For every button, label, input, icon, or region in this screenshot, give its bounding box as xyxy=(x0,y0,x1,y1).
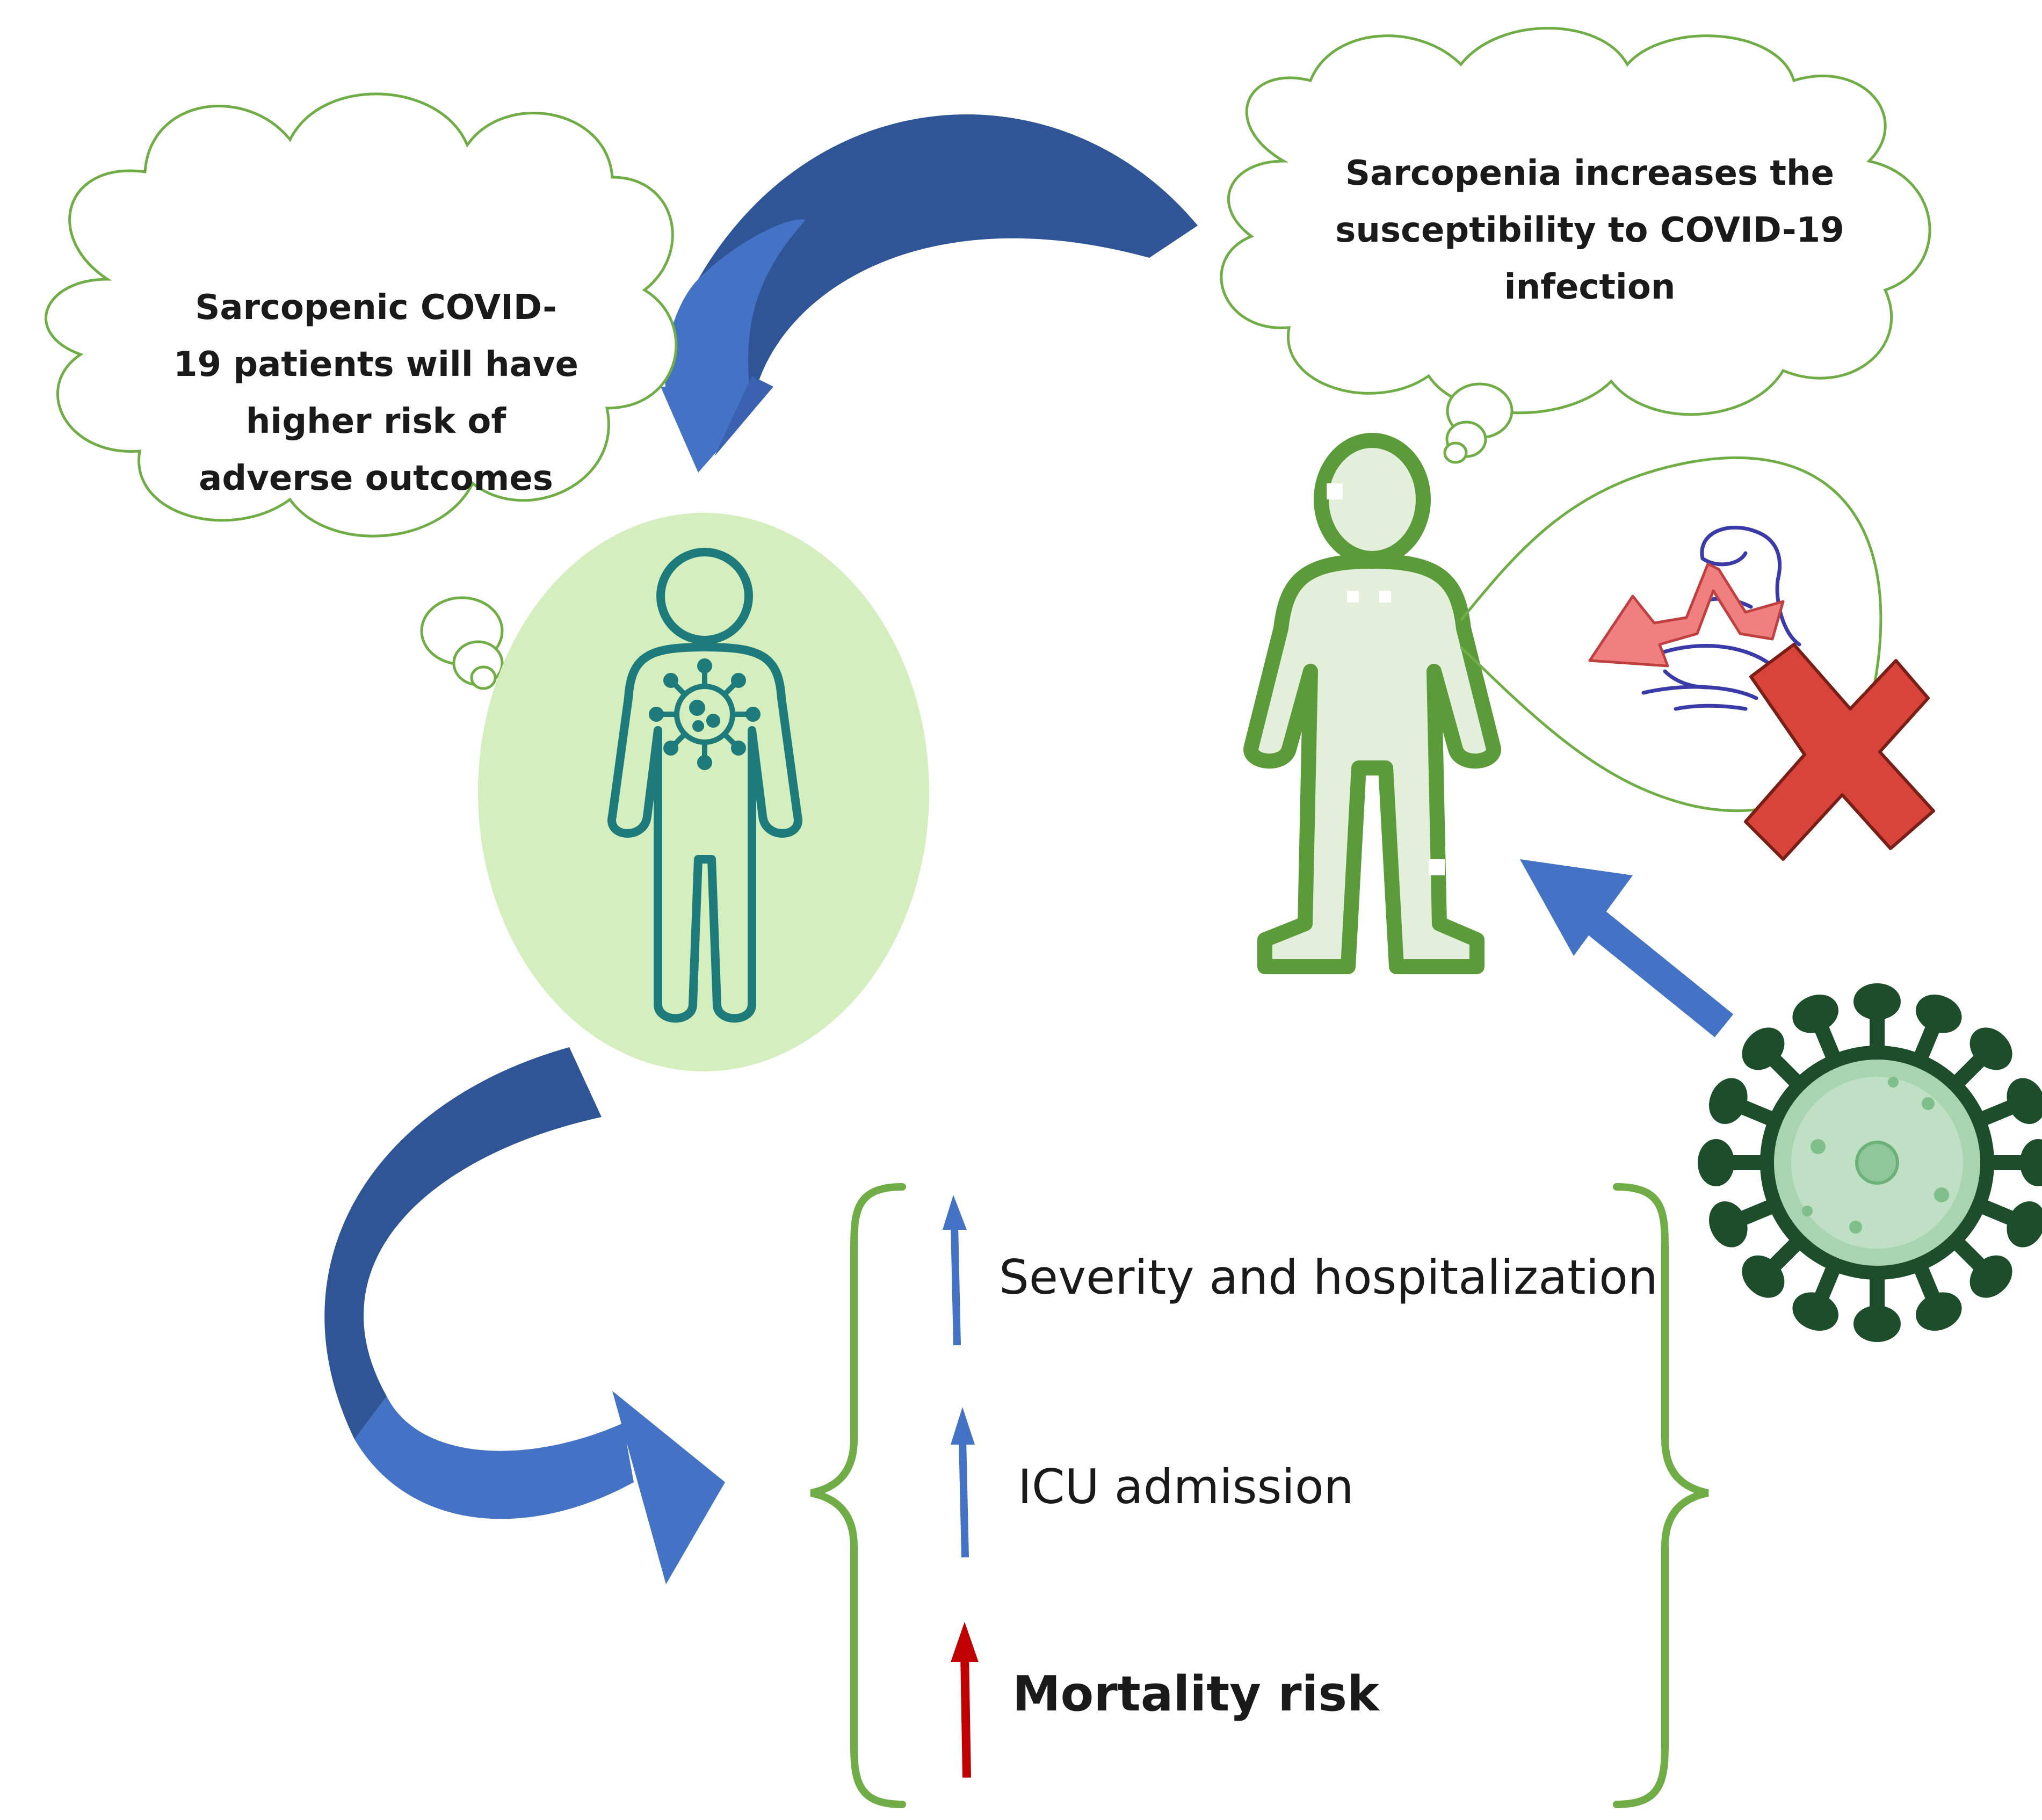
bottom-flow-arrow xyxy=(324,1047,725,1584)
cross-mark-icon xyxy=(1744,643,1935,861)
left-thought-cloud xyxy=(45,92,678,690)
virus-spike-tip xyxy=(1742,1027,1785,1070)
virus-spike-tip xyxy=(1916,1292,1962,1331)
virus-attack-arrow xyxy=(1520,859,1734,1038)
outcome-severity-hospitalization: Severity and hospitalization xyxy=(999,1250,1658,1305)
virus-spike-tip xyxy=(1742,1255,1785,1298)
outcomes-bracket-right xyxy=(1613,1183,1709,1808)
virus-spike-tip xyxy=(2007,1201,2042,1248)
virus-spike-tip xyxy=(1916,995,1962,1033)
top-flow-arrow xyxy=(661,114,1198,473)
outcome-arrow-2 xyxy=(951,1407,975,1558)
right-cloud-text: Sarcopenia increases the susceptibility … xyxy=(1310,145,1869,316)
virus-spike-tip xyxy=(2020,1139,2042,1186)
left-cloud-line: Sarcopenic COVID- xyxy=(195,288,557,328)
virus-spike-tip xyxy=(1792,995,1838,1033)
virus-spike-tip xyxy=(1709,1078,1748,1124)
outcomes-bracket-left xyxy=(810,1183,906,1808)
left-cloud-text: Sarcopenic COVID- 19 patients will have … xyxy=(161,279,591,507)
right-cloud-line: susceptibility to COVID-19 xyxy=(1335,211,1844,250)
outcome-mortality-risk: Mortality risk xyxy=(1012,1666,1379,1722)
virus-spike-tip xyxy=(1853,983,1901,1020)
right-thought-cloud xyxy=(1220,27,1931,464)
left-cloud-line: 19 patients will have xyxy=(173,345,578,385)
virus-spike-tip xyxy=(2007,1078,2042,1124)
virus-spike-tip xyxy=(1969,1027,2012,1070)
outcome-icu-admission: ICU admission xyxy=(1018,1459,1354,1514)
right-cloud-line: infection xyxy=(1504,267,1676,307)
virus-icon xyxy=(1698,983,2042,1342)
virus-spike-tip xyxy=(1969,1255,2012,1298)
virus-spike-tip xyxy=(1792,1292,1838,1331)
muscle-decline-icon xyxy=(1588,525,1801,711)
muscle-loss-bubble xyxy=(1460,456,1882,813)
right-cloud-line: Sarcopenia increases the xyxy=(1345,154,1834,193)
virus-in-chest-icon xyxy=(649,658,761,770)
outcome-arrow-1 xyxy=(943,1195,967,1346)
virus-spike-tip xyxy=(1698,1139,1734,1186)
infected-person-icon xyxy=(478,513,929,1071)
outcome-arrow-3 xyxy=(951,1622,979,1778)
sarcopenic-person-icon xyxy=(1243,433,1501,974)
virus-spike-tip xyxy=(1853,1306,1901,1342)
left-cloud-line: adverse outcomes xyxy=(199,459,553,498)
virus-spike-tip xyxy=(1709,1201,1748,1248)
left-cloud-line: higher risk of xyxy=(245,402,506,441)
